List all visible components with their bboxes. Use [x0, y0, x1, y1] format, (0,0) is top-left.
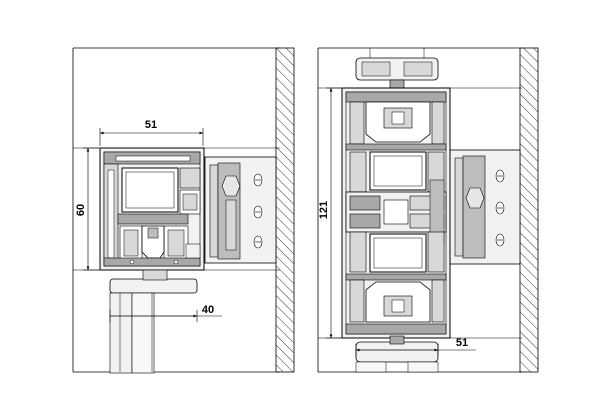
wall-hatch-left [275, 47, 295, 373]
lower-element-right [355, 335, 439, 373]
dimension-width-bottom-right: 51 [355, 337, 476, 356]
dimension-label-width-bottom-right: 51 [456, 337, 468, 349]
dimension-label-height-right: 121 [318, 201, 330, 219]
screw-head-icon [253, 205, 263, 219]
mounting-bracket-left [204, 156, 277, 264]
dimension-height-left: 60 [75, 147, 99, 271]
aluminium-profile-left [99, 147, 205, 271]
aluminium-profile-right [341, 87, 451, 339]
screw-head-icon [253, 173, 263, 187]
dimension-width-bottom-left: 40 [109, 304, 222, 322]
dimension-width-top: 51 [99, 119, 204, 146]
right-section-view: 121 51 [317, 47, 539, 373]
upper-element-right [355, 48, 439, 91]
screw-head-icon [495, 169, 505, 183]
lower-element-left [109, 269, 198, 374]
wall-hatch-right [519, 47, 539, 373]
dimension-label-height-left: 60 [75, 204, 87, 216]
dimension-height-right: 121 [318, 87, 341, 339]
dimension-label-width-top: 51 [145, 119, 157, 131]
screw-head-icon [495, 233, 505, 247]
mounting-bracket-right [449, 149, 521, 265]
screw-head-icon [495, 201, 505, 215]
left-section-view: 51 60 40 [72, 47, 295, 374]
dimension-label-width-bottom-left: 40 [202, 304, 214, 316]
screw-head-icon [253, 235, 263, 249]
